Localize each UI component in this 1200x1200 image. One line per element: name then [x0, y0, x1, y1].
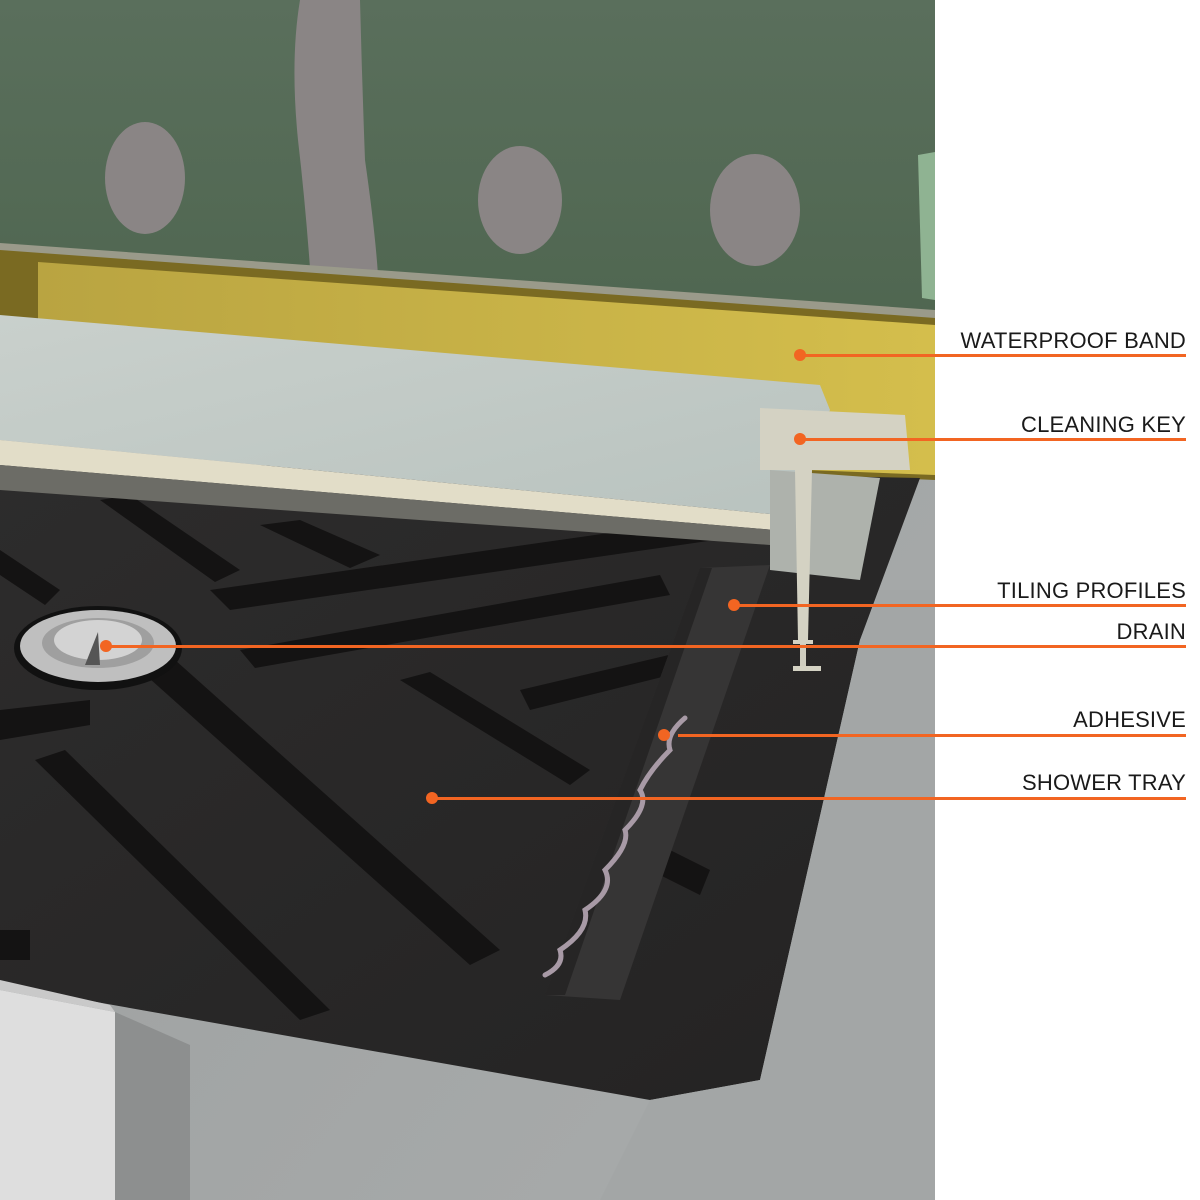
label-waterproof-band: WATERPROOF BAND [960, 328, 1186, 353]
tiling-profile-shape [545, 565, 770, 1000]
label-cleaning-key: CLEANING KEY [1020, 412, 1186, 437]
label-adhesive: ADHESIVE [1073, 707, 1186, 732]
illustration [0, 0, 935, 1200]
label-tiling-profiles: TILING PROFILES [997, 578, 1186, 603]
shower-installation-render [0, 0, 935, 1200]
label-shower-tray: SHOWER TRAY [1022, 770, 1186, 795]
wall-board [0, 0, 935, 330]
tile-board [0, 315, 830, 515]
label-drain: DRAIN [1116, 619, 1186, 644]
cleaning-key-shape [760, 408, 910, 470]
adhesive-bead [542, 715, 688, 978]
